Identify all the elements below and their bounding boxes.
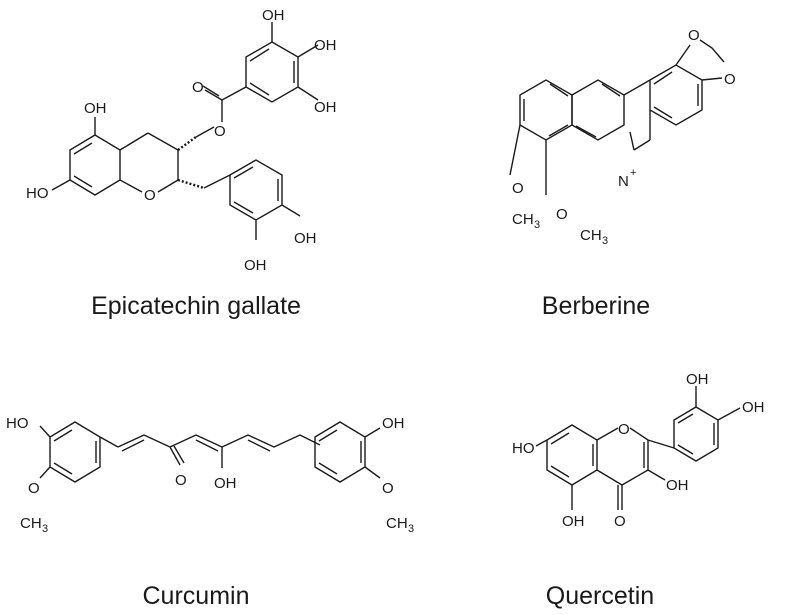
curcumin-structure: HO O CH 3 O OH OH O CH 3: [6, 415, 414, 535]
atom-label: 3: [408, 523, 414, 535]
atom-label: HO: [26, 185, 49, 202]
atom-label: +: [630, 167, 636, 179]
atom-label: O: [618, 421, 630, 438]
atom-label: O: [614, 513, 626, 530]
molecule-name: Epicatechin gallate: [91, 292, 301, 320]
atom-label: O: [724, 71, 736, 88]
atom-label: OH: [666, 477, 689, 494]
atom-label: 3: [602, 235, 608, 247]
atom-label: OH: [294, 230, 317, 247]
atom-label: OH: [382, 415, 405, 432]
atom-label: OH: [562, 513, 585, 530]
atom-label: O: [175, 472, 187, 489]
atom-label: N: [618, 173, 629, 190]
atom-label: OH: [262, 7, 285, 24]
atom-label: OH: [314, 99, 337, 116]
atom-label: OH: [686, 371, 709, 388]
atom-label: CH: [386, 515, 408, 532]
atom-label: HO: [6, 415, 29, 432]
molecule-berberine: O O N + O CH 3 O CH 3 Berberine: [400, 0, 789, 330]
atom-label: CH: [20, 515, 42, 532]
atom-label: O: [512, 180, 524, 197]
molecule-curcumin: HO O CH 3 O OH OH O CH 3 Curcumin: [0, 350, 480, 615]
atom-label: O: [556, 206, 568, 223]
quercetin-structure: OH OH HO O OH OH O: [512, 371, 765, 530]
atom-label: CH: [580, 227, 602, 244]
atom-label: 3: [534, 219, 540, 231]
atom-label: OH: [244, 257, 267, 274]
atom-label: O: [214, 123, 226, 140]
molecule-name: Quercetin: [545, 582, 655, 610]
atom-label: OH: [742, 399, 765, 416]
atom-label: O: [144, 187, 156, 204]
atom-label: O: [382, 480, 394, 497]
atom-label: O: [192, 79, 204, 96]
molecule-name: Curcumin: [142, 582, 250, 610]
atom-label: OH: [314, 37, 337, 54]
molecule-name: Berberine: [541, 292, 651, 320]
atom-label: 3: [42, 523, 48, 535]
epicatechin-gallate-structure: OH OH OH O O OH HO O OH OH: [26, 7, 337, 274]
atom-label: OH: [214, 475, 237, 492]
molecule-quercetin: OH OH HO O OH OH O Quercetin: [500, 350, 789, 615]
atom-label: O: [28, 480, 40, 497]
atom-label: OH: [84, 100, 107, 117]
berberine-structure: O O N + O CH 3 O CH 3: [509, 27, 736, 247]
atom-label: HO: [512, 440, 535, 457]
atom-label: CH: [512, 211, 534, 228]
atom-label: O: [688, 27, 700, 44]
molecule-epicatechin-gallate: OH OH OH O O OH HO O OH OH Epicatechin g…: [0, 0, 390, 330]
